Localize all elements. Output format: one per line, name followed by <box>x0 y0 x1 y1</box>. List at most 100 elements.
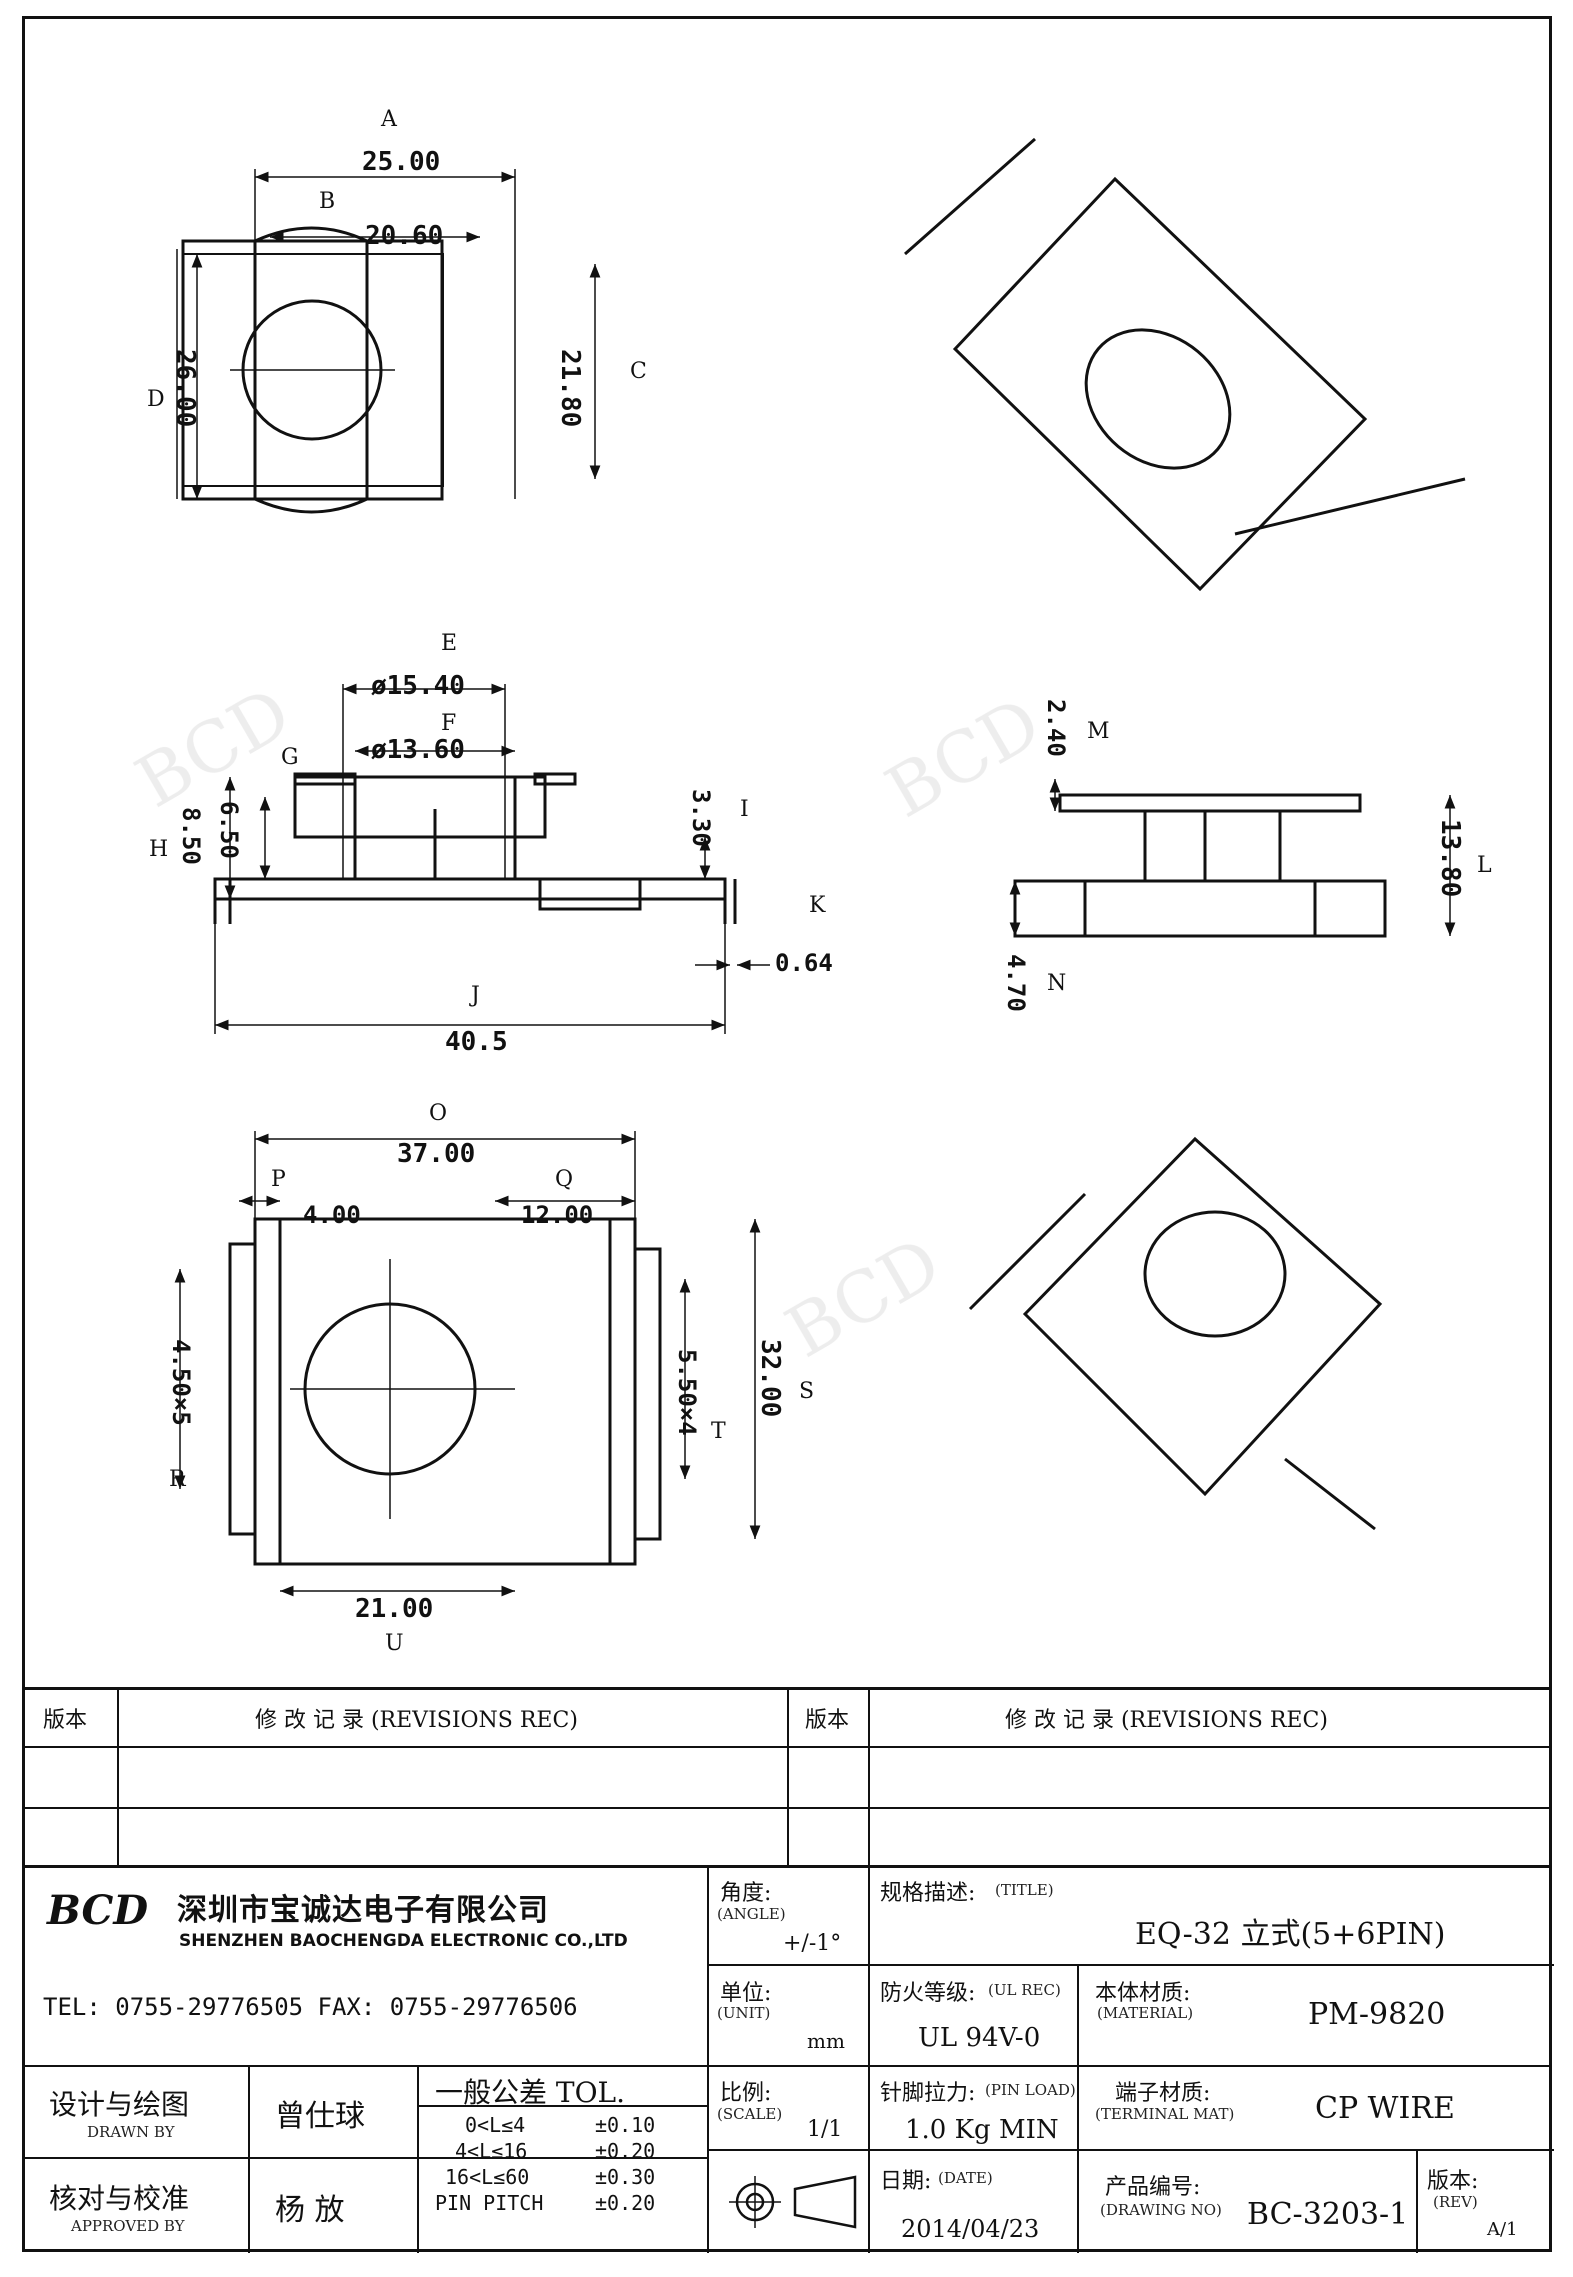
terminal-value: CP WIRE <box>1315 2091 1455 2126</box>
tolerance-range-0: 0<L≤4 <box>465 2113 526 2137</box>
dim-d-value: 26.00 <box>170 349 200 428</box>
rev-label: 版本: <box>1427 2169 1479 2194</box>
company-name-en: SHENZHEN BAOCHENGDA ELECTRONIC CO.,LTD <box>179 1931 628 1951</box>
dim-j-letter: J <box>471 983 480 1008</box>
svg-text:BCD: BCD <box>773 1221 955 1373</box>
angle-label-en: (ANGLE) <box>717 1905 786 1923</box>
designer-name: 曾仕球 <box>275 2099 365 2134</box>
ul-label: 防火等级: <box>880 1981 976 2006</box>
side-view-dims <box>214 683 770 1034</box>
dim-c-letter: C <box>630 359 647 384</box>
title-label-en: (TITLE) <box>995 1881 1054 1899</box>
dim-t-value: 5.50×4 <box>673 1349 701 1436</box>
dim-l-value: 13.80 <box>1435 819 1465 898</box>
dim-b-letter: B <box>319 189 336 214</box>
date-value: 2014/04/23 <box>901 2215 1040 2243</box>
tolerance-range-2: 16<L≤60 <box>445 2165 530 2189</box>
approver-name: 杨 放 <box>275 2193 345 2228</box>
dim-a-value: 25.00 <box>362 147 441 177</box>
tolerance-title: 一般公差 TOL. <box>435 2076 626 2109</box>
bottom-view <box>228 1217 662 1566</box>
svg-text:BCD: BCD <box>873 681 1055 833</box>
drawing-no-label: 产品编号: <box>1105 2175 1201 2200</box>
dim-m-value: 2.40 <box>1042 699 1070 757</box>
projection-symbol <box>729 2175 857 2229</box>
angle-value: +/-1° <box>783 1931 842 1956</box>
technical-drawing: BCD BCD BCD <box>123 137 1466 1597</box>
side-view <box>213 772 737 924</box>
title-label: 规格描述: <box>880 1881 976 1906</box>
ul-value: UL 94V-0 <box>918 2023 1041 2053</box>
dim-u-value: 21.00 <box>355 1594 434 1624</box>
dim-o-letter: O <box>429 1101 448 1126</box>
terminal-label: 端子材质: <box>1115 2081 1211 2106</box>
company-name-cn: 深圳市宝诚达电子有限公司 <box>177 1893 549 1928</box>
scale-label: 比例: <box>720 2081 772 2106</box>
date-label: 日期: <box>880 2169 932 2194</box>
dim-f-value: ø13.60 <box>371 735 465 765</box>
isometric-view-bottom <box>968 1136 1383 1531</box>
angle-label: 角度: <box>720 1881 772 1906</box>
drawing-no-label-en: (DRAWING NO) <box>1100 2201 1222 2219</box>
pinload-label: 针脚拉力: <box>880 2081 976 2106</box>
tolerance-value-1: ±0.20 <box>595 2139 656 2163</box>
top-view-dims <box>176 169 601 499</box>
dim-s-letter: S <box>799 1379 815 1404</box>
dim-q-value: 12.00 <box>521 1201 594 1229</box>
dim-n-value: 4.70 <box>1002 954 1030 1012</box>
dim-r-value: 4.50×5 <box>167 1339 195 1426</box>
dim-t-letter: T <box>711 1419 726 1444</box>
dim-q-letter: Q <box>555 1167 574 1192</box>
terminal-label-en: (TERMINAL MAT) <box>1095 2105 1235 2123</box>
company-contact: TEL: 0755-29776505 FAX: 0755-29776506 <box>43 1993 578 2021</box>
material-label: 本体材质: <box>1095 1981 1191 2006</box>
scale-label-en: (SCALE) <box>717 2105 783 2123</box>
dim-p-value: 4.00 <box>303 1201 361 1229</box>
top-view <box>181 226 444 514</box>
dim-e-value: ø15.40 <box>371 671 465 701</box>
rev-col-version-left: 版本 <box>43 1708 88 1733</box>
dim-h-value: 8.50 <box>177 807 205 865</box>
approver-label: 核对与校准 <box>49 2182 190 2215</box>
drawing-sheet: BCD BCD BCD 25.00 A 20.60 B 21.80 C 26.0… <box>22 16 1554 2253</box>
dim-p-letter: P <box>271 1167 286 1192</box>
scale-value: 1/1 <box>807 2117 843 2142</box>
dim-k-letter: K <box>809 893 826 918</box>
watermark: BCD BCD BCD <box>123 671 1055 1373</box>
bottom-view-dims <box>174 1131 761 1597</box>
drawing-no-value: BC-3203-1 <box>1247 2197 1409 2232</box>
unit-label: 单位: <box>720 1981 772 2006</box>
spec-title: EQ-32 立式(5+6PIN) <box>1135 1917 1446 1952</box>
dim-l-letter: L <box>1477 853 1492 878</box>
front-view-dims <box>1009 779 1456 936</box>
dim-i-value: 3.30 <box>687 789 715 847</box>
dim-f-letter: F <box>441 711 457 736</box>
tolerance-range-3: PIN PITCH <box>435 2191 544 2215</box>
svg-text:BCD: BCD <box>123 671 305 823</box>
ul-label-en: (UL REC) <box>988 1981 1061 1999</box>
dim-c-value: 21.80 <box>555 349 585 428</box>
tolerance-value-2: ±0.30 <box>595 2165 656 2189</box>
tolerance-value-3: ±0.20 <box>595 2191 656 2215</box>
rev-col-record-left: 修 改 记 录 (REVISIONS REC) <box>255 1708 578 1733</box>
dim-k-value: 0.64 <box>775 949 833 977</box>
dim-i-letter: I <box>740 797 749 822</box>
dim-a-letter: A <box>381 107 397 132</box>
rev-value: A/1 <box>1487 2219 1518 2240</box>
designer-label-en: DRAWN BY <box>87 2123 175 2141</box>
dim-g-letter: G <box>281 745 299 770</box>
dim-h-letter: H <box>149 837 169 862</box>
unit-label-en: (UNIT) <box>717 2004 771 2022</box>
dim-s-value: 32.00 <box>755 1339 785 1418</box>
dim-r-letter: R <box>169 1467 186 1492</box>
tolerance-value-0: ±0.10 <box>595 2113 656 2137</box>
company-logo: BCD <box>47 1887 149 1934</box>
dim-j-value: 40.5 <box>445 1027 508 1057</box>
rev-col-record-right: 修 改 记 录 (REVISIONS REC) <box>1005 1708 1328 1733</box>
tolerance-range-1: 4<L≤16 <box>455 2139 528 2163</box>
material-label-en: (MATERIAL) <box>1097 2004 1194 2022</box>
dim-g-value: 6.50 <box>215 801 243 859</box>
dim-u-letter: U <box>385 1631 404 1656</box>
dim-m-letter: M <box>1087 719 1110 744</box>
material-value: PM-9820 <box>1308 1997 1446 2032</box>
